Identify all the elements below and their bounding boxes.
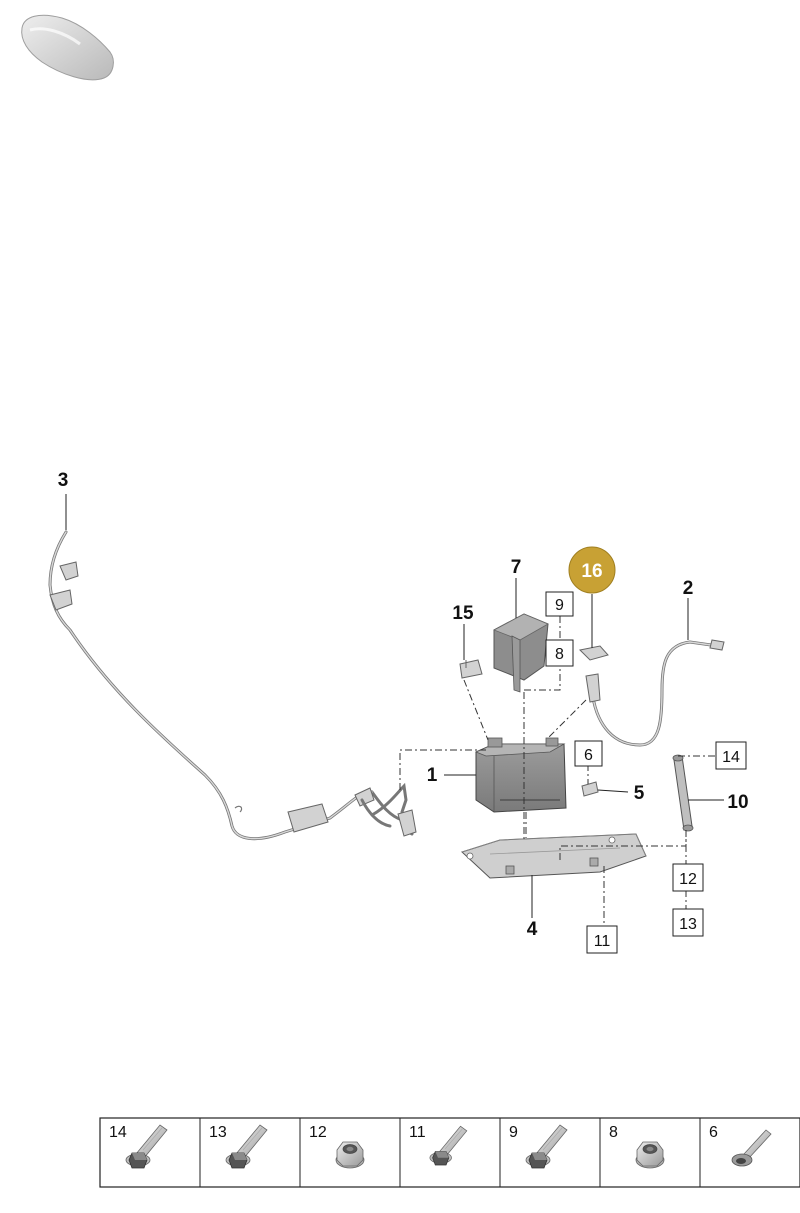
callout-3: 3 (58, 470, 69, 491)
battery-tray (461, 833, 647, 879)
boxed-ref-8: 8 (545, 639, 574, 667)
boxed-ref-14: 14 (715, 741, 747, 770)
callout-5: 5 (634, 783, 645, 804)
support-rod (672, 754, 694, 832)
callout-15: 15 (452, 603, 474, 624)
svg-text:11: 11 (409, 1124, 426, 1141)
assembly-lines (399, 616, 716, 926)
car-thumbnail-icon (21, 14, 114, 81)
svg-text:8: 8 (555, 646, 564, 663)
leader-5 (597, 789, 629, 793)
table-cell: 9 (509, 1124, 568, 1169)
battery (474, 737, 567, 813)
svg-text:13: 13 (209, 1124, 227, 1141)
svg-text:12: 12 (679, 871, 697, 888)
callout-1: 1 (427, 765, 438, 786)
table-cell: 13 (209, 1124, 268, 1169)
callout-16: 16 (581, 561, 602, 582)
battery-holddown-bracket (493, 613, 549, 693)
svg-text:11: 11 (594, 933, 611, 950)
svg-text:13: 13 (679, 916, 697, 933)
svg-text:9: 9 (555, 597, 564, 614)
svg-text:8: 8 (609, 1124, 618, 1141)
nut-icon (635, 1141, 665, 1169)
callout-4: 4 (527, 919, 538, 940)
boxed-ref-12: 12 (672, 863, 704, 892)
boxed-ref-6: 6 (574, 740, 603, 767)
boxed-ref-13: 13 (672, 908, 704, 937)
table-cell: 12 (309, 1124, 365, 1169)
boxed-ref-9: 9 (545, 591, 574, 617)
callout-2: 2 (683, 578, 694, 599)
svg-text:14: 14 (722, 749, 740, 766)
small-clip (581, 781, 599, 797)
battery-cable-long (48, 530, 417, 841)
boxed-ref-11: 11 (586, 925, 618, 954)
svg-text:9: 9 (509, 1124, 518, 1141)
callout-16-highlight[interactable]: 16 (568, 546, 616, 594)
callout-7: 7 (511, 557, 522, 578)
small-bracket (459, 659, 483, 679)
svg-text:6: 6 (584, 747, 593, 764)
svg-text:14: 14 (109, 1124, 127, 1141)
battery-clamp (578, 645, 609, 703)
table-cell: 14 (109, 1124, 168, 1169)
svg-text:12: 12 (309, 1124, 327, 1141)
nut-icon (335, 1141, 365, 1169)
table-cell: 6 (709, 1124, 772, 1167)
fastener-table: 14 13 12 11 9 8 6 (99, 1117, 800, 1188)
callout-10: 10 (727, 792, 748, 813)
svg-text:6: 6 (709, 1124, 718, 1141)
table-cell: 11 (409, 1124, 468, 1166)
battery-cable-short (590, 639, 725, 747)
table-cell: 8 (609, 1124, 665, 1169)
